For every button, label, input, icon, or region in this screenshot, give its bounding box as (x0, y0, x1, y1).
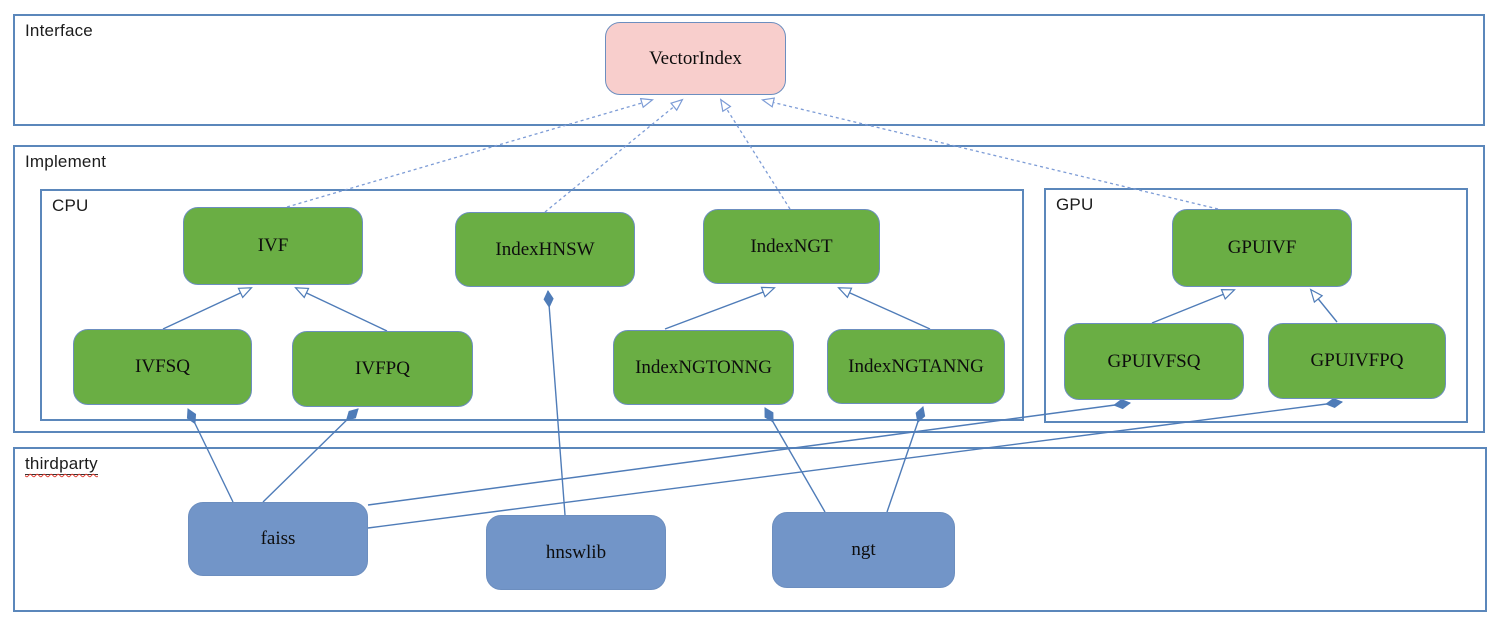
edge-ivfsq-ivf (162, 287, 253, 330)
edge-indexngtanng-indexngt (837, 287, 931, 330)
node-gpuivf[interactable]: GPUIVF (1172, 209, 1352, 287)
edge-faiss-gpuivfpq (367, 402, 1342, 529)
edge-hnswlib-indexhnsw (548, 291, 566, 516)
node-hnswlib-label: hnswlib (545, 541, 607, 563)
group-gpu-label: GPU (1056, 195, 1094, 214)
node-indexngtonng-label: IndexNGTONNG (635, 356, 772, 378)
node-indexhnsw-label: IndexHNSW (495, 238, 595, 260)
node-ivfpq[interactable]: IVFPQ (292, 331, 473, 407)
edge-faiss-gpuivfsq (367, 403, 1130, 506)
node-vectorindex[interactable]: VectorIndex (605, 22, 786, 95)
node-indexngtonng[interactable]: IndexNGTONNG (613, 330, 794, 405)
edge-ivfpq-ivf (294, 287, 388, 332)
edge-gpuivfsq-gpuivf (1151, 289, 1236, 324)
node-ngt[interactable]: ngt (772, 512, 955, 588)
edge-faiss-ivfpq (262, 409, 358, 503)
node-indexngtanng[interactable]: IndexNGTANNG (827, 329, 1005, 404)
edge-indexngtonng-indexngt (664, 286, 776, 330)
node-gpuivf-label: GPUIVF (1227, 237, 1297, 258)
group-thirdparty[interactable]: thirdparty (13, 447, 1487, 612)
node-faiss[interactable]: faiss (188, 502, 368, 576)
group-thirdparty-label: thirdparty (25, 454, 98, 475)
node-ngt-label: ngt (851, 539, 876, 560)
group-implement-label: Implement (25, 152, 107, 171)
group-cpu-label: CPU (52, 196, 89, 215)
node-gpuivfpq[interactable]: GPUIVFPQ (1268, 323, 1446, 399)
node-indexngt-label: IndexNGT (750, 235, 833, 257)
edge-faiss-ivfsq (188, 409, 234, 503)
edge-gpuivfpq-gpuivf (1309, 288, 1338, 323)
edge-ngt-indexngtonng (764, 408, 826, 513)
edge-indexhnsw-vectorindex (544, 98, 684, 213)
group-interface-label: Interface (25, 21, 93, 40)
edge-indexngt-vectorindex (719, 98, 791, 210)
node-ivfsq[interactable]: IVFSQ (73, 329, 252, 405)
node-ivfsq-label: IVFSQ (135, 356, 190, 377)
edge-ngt-indexngtanng (886, 407, 923, 513)
node-vectorindex-label: VectorIndex (649, 47, 742, 69)
node-indexngtanng-label: IndexNGTANNG (848, 355, 984, 377)
node-ivf[interactable]: IVF (183, 207, 363, 285)
node-gpuivfsq[interactable]: GPUIVFSQ (1064, 323, 1244, 400)
node-indexngt[interactable]: IndexNGT (703, 209, 880, 284)
node-indexhnsw[interactable]: IndexHNSW (455, 212, 635, 287)
edge-ivf-vectorindex (286, 97, 655, 208)
node-ivf-label: IVF (257, 235, 289, 256)
node-ivfpq-label: IVFPQ (355, 358, 410, 379)
node-gpuivfpq-label: GPUIVFPQ (1310, 350, 1404, 371)
edge-gpuivf-vectorindex (760, 97, 1219, 210)
group-cpu[interactable]: CPU (40, 189, 1024, 421)
node-faiss-label: faiss (260, 528, 296, 549)
node-hnswlib[interactable]: hnswlib (486, 515, 666, 590)
node-gpuivfsq-label: GPUIVFSQ (1107, 350, 1201, 372)
group-gpu[interactable]: GPU (1044, 188, 1468, 423)
